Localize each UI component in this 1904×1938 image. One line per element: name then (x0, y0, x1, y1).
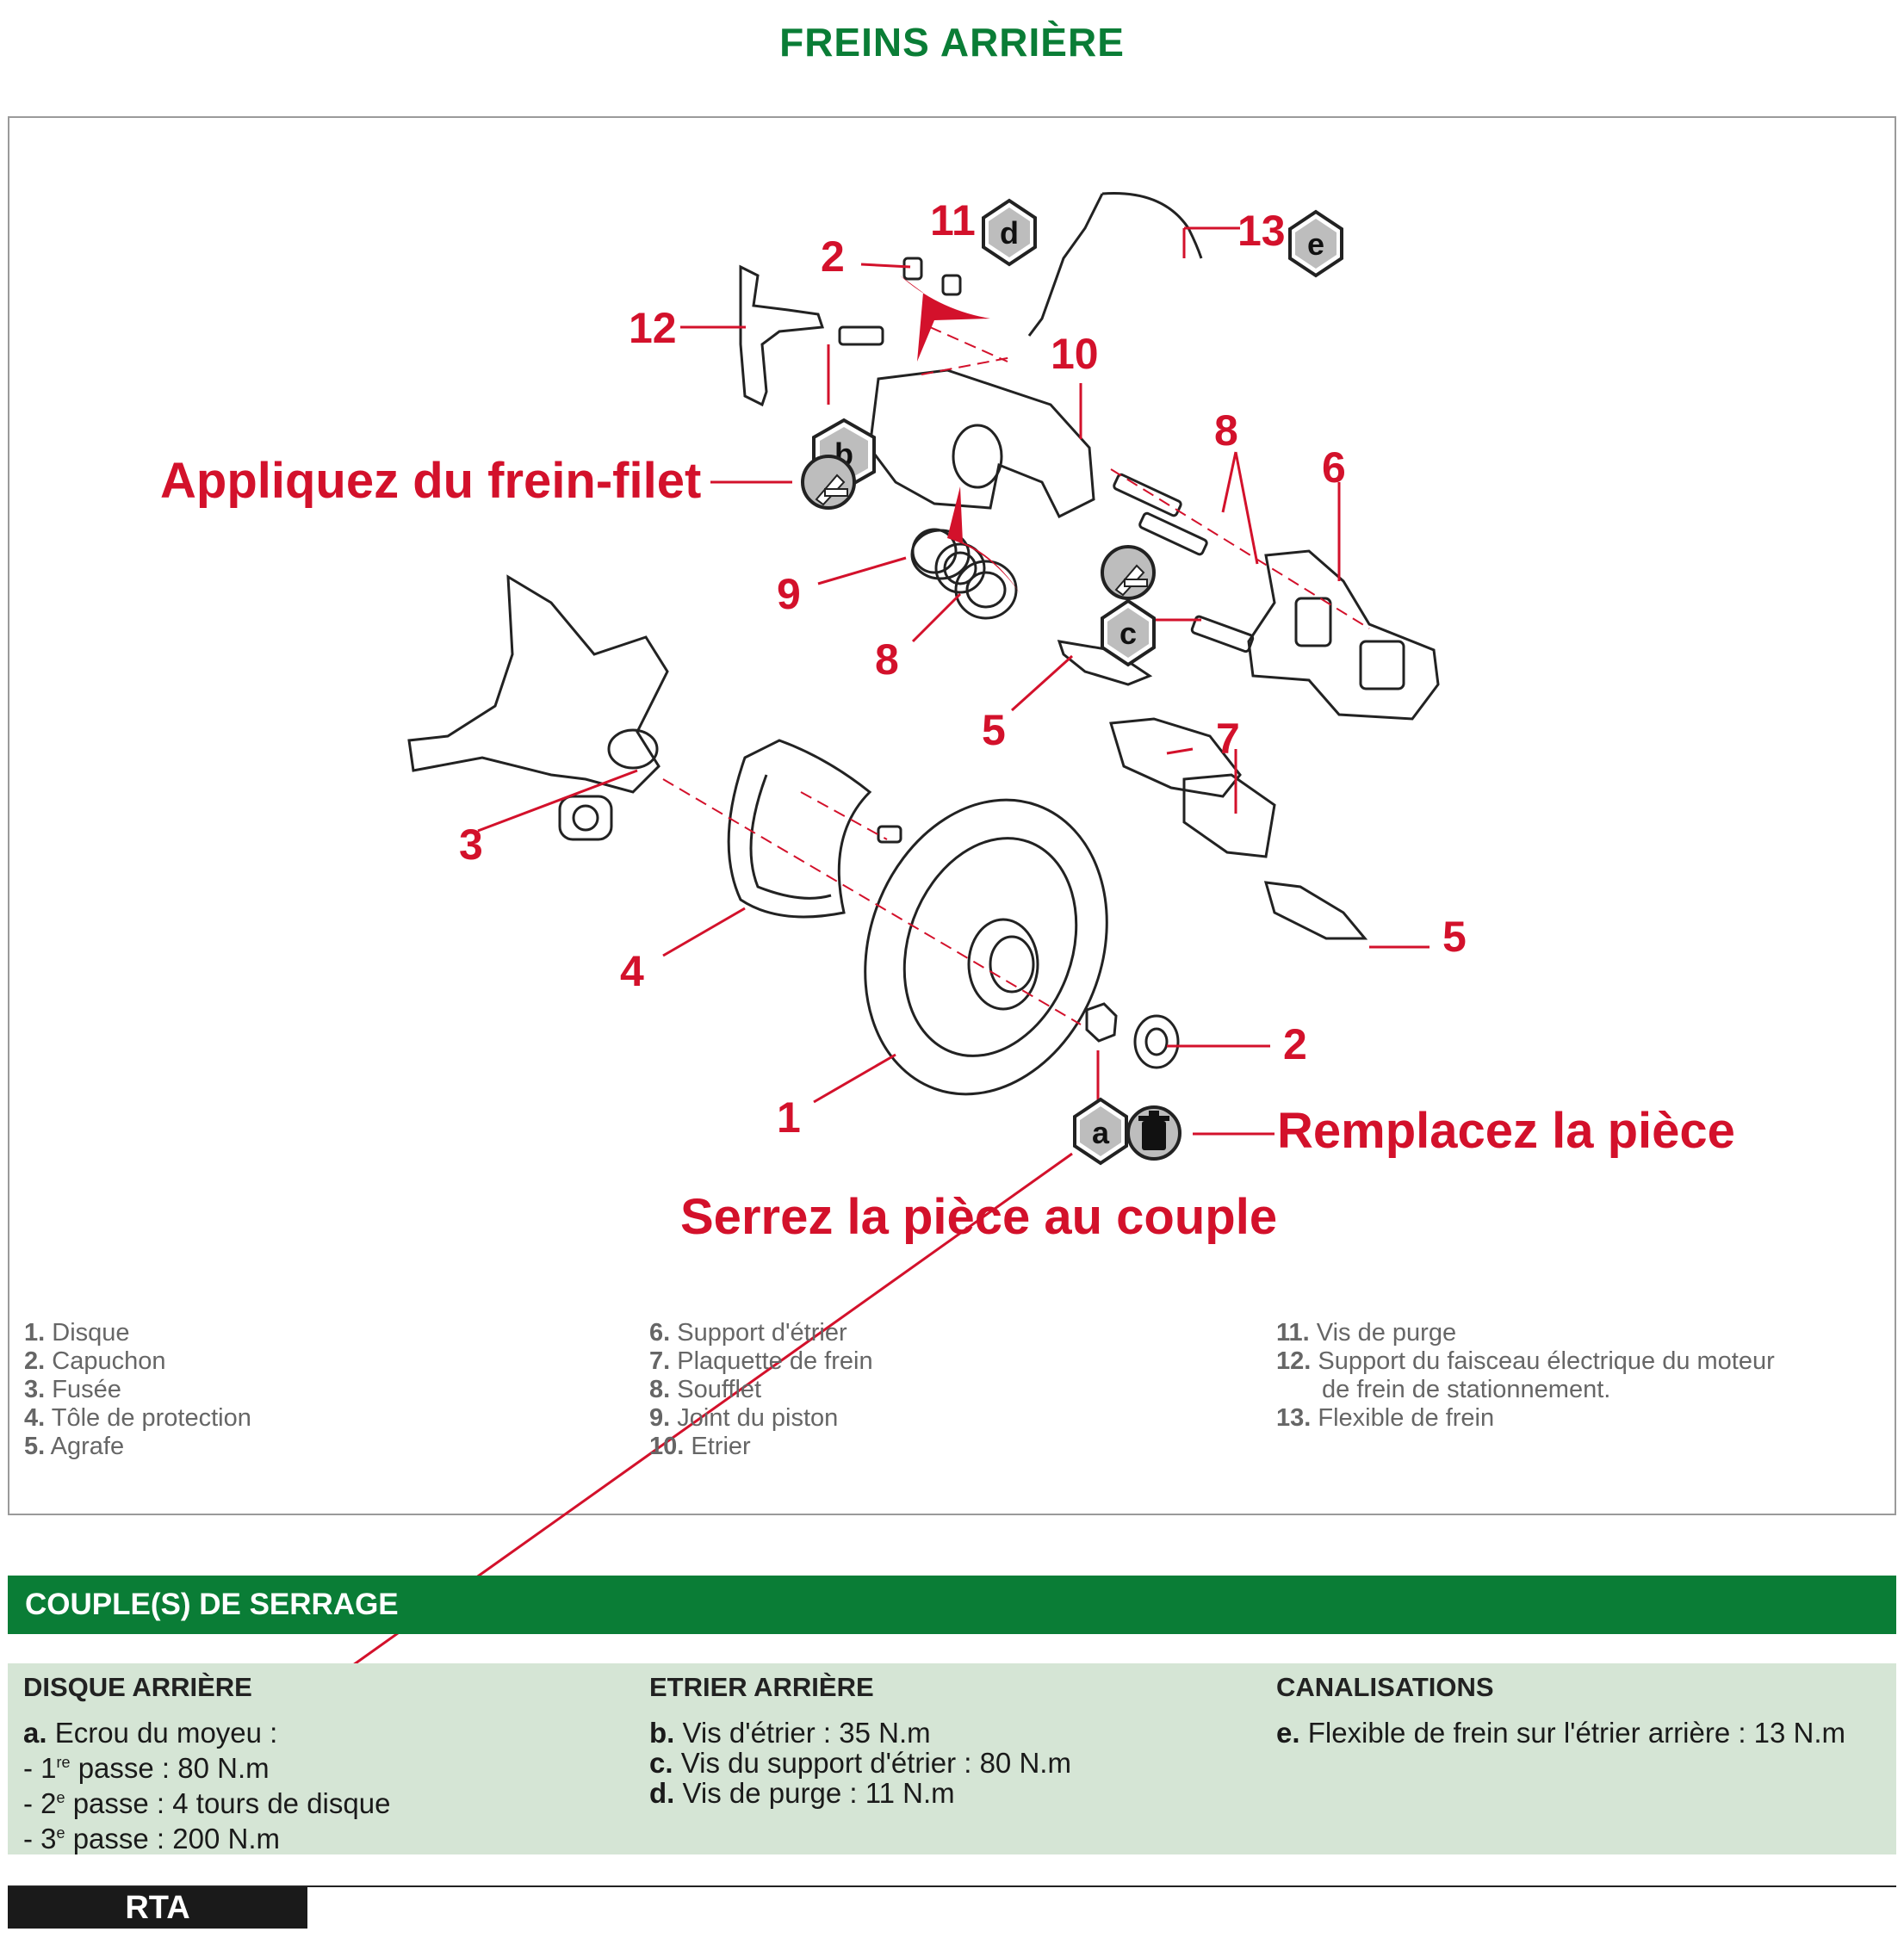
legend-item: 4. Tôle de protection (24, 1404, 251, 1432)
legend-item: 6. Support d'étrier (649, 1319, 847, 1347)
knuckle-drawing (407, 574, 669, 841)
torque-column-title: ETRIER ARRIÈRE (649, 1672, 874, 1702)
torque-specs-panel: DISQUE ARRIÈRE a. Ecrou du moyeu : - 1re… (8, 1663, 1896, 1854)
part-number-10: 10 (1051, 330, 1099, 378)
part-number-8: 8 (875, 635, 899, 684)
legend-item: 11. Vis de purge (1276, 1319, 1457, 1347)
part-number-2: 2 (1283, 1020, 1307, 1068)
torque-column-rear-disc: DISQUE ARRIÈRE a. Ecrou du moyeu : - 1re… (23, 1672, 390, 1854)
legend-item: 5. Agrafe (24, 1433, 125, 1460)
part-number-5: 5 (982, 706, 1006, 754)
legend-item: 9. Joint du piston (649, 1404, 839, 1432)
legend-column-1: 1. Disque 2. Capuchon 3. Fusée 4. Tôle d… (24, 1319, 251, 1461)
badge-e: e (1288, 209, 1343, 278)
replace-part-callout: Remplacez la pièce (1277, 1103, 1735, 1159)
torque-spec: - 2e passe : 4 tours de disque (23, 1787, 391, 1819)
badge-c: c (1101, 598, 1156, 667)
caliper-support-drawing (1247, 549, 1440, 721)
footer-rule (8, 1885, 1896, 1887)
caliper-drawing (868, 368, 1095, 594)
legend-item: de frein de stationnement. (1322, 1376, 1611, 1403)
torque-column-title: DISQUE ARRIÈRE (23, 1672, 252, 1702)
wiring-bracket-drawing (739, 264, 825, 407)
badge-e-label: e (1307, 226, 1324, 262)
part-number-5: 5 (1442, 913, 1467, 961)
backing-plate-drawing (727, 739, 872, 919)
torque-spec: - 3e passe : 200 N.m (23, 1823, 280, 1854)
part-number-2: 2 (821, 232, 845, 281)
torque-spec: c. Vis du support d'étrier : 80 N.m (649, 1747, 1071, 1779)
legend-item: 1. Disque (24, 1319, 130, 1347)
legend-item: 8. Soufflet (649, 1376, 762, 1403)
torque-part-callout: Serrez la pièce au couple (680, 1189, 1278, 1245)
legend-column-3: 11. Vis de purge 12. Support du faisceau… (1276, 1319, 1775, 1433)
direction-arrows (900, 276, 1020, 594)
footer-brand: RTA (8, 1887, 307, 1929)
brake-disc-drawing (864, 798, 1108, 1096)
badge-a: a (1073, 1097, 1128, 1166)
legend-item: 13. Flexible de frein (1276, 1404, 1495, 1432)
seal-drawing (910, 529, 1018, 620)
legend-item: 10. Etrier (649, 1433, 751, 1460)
part-number-12: 12 (629, 304, 677, 352)
diagram-frame (8, 116, 1896, 1515)
torque-spec: e. Flexible de frein sur l'étrier arrièr… (1276, 1717, 1846, 1749)
torque-column-title: CANALISATIONS (1276, 1672, 1494, 1702)
torque-spec: b. Vis d'étrier : 35 N.m (649, 1717, 931, 1749)
torque-spec: d. Vis de purge : 11 N.m (649, 1777, 955, 1809)
badge-c-label: c (1119, 616, 1137, 651)
brake-pads-drawing (1109, 717, 1276, 858)
part-number-7: 7 (1216, 715, 1240, 763)
part-number-13: 13 (1237, 207, 1286, 255)
legend-item: 3. Fusée (24, 1376, 121, 1403)
legend-column-2: 6. Support d'étrier 7. Plaquette de frei… (649, 1319, 873, 1461)
hub-nut-drawing (1085, 1002, 1180, 1069)
part-number-1: 1 (777, 1093, 801, 1142)
torque-spec: a. Ecrou du moyeu : (23, 1717, 278, 1749)
part-number-3: 3 (459, 820, 483, 869)
part-number-9: 9 (777, 570, 801, 618)
legend-item: 2. Capuchon (24, 1347, 166, 1375)
brake-hose-drawing (1027, 192, 1203, 337)
badge-d: d (982, 198, 1037, 267)
part-number-11: 11 (930, 196, 976, 245)
badge-a-label: a (1092, 1115, 1110, 1150)
threadlock-icon (801, 455, 856, 510)
torque-spec: - 1re passe : 80 N.m (23, 1752, 270, 1784)
screws-drawing (838, 257, 1255, 844)
alignment-lines (662, 326, 1370, 1025)
trash-icon (1126, 1105, 1181, 1161)
part-number-4: 4 (620, 947, 644, 995)
threadlock-icon (1101, 545, 1156, 600)
legend-item: 7. Plaquette de frein (649, 1347, 873, 1375)
page-title: FREINS ARRIÈRE (779, 20, 1125, 65)
torque-column-lines: CANALISATIONS e. Flexible de frein sur l… (1276, 1672, 1845, 1748)
torque-section-header: COUPLE(S) DE SERRAGE (8, 1576, 1896, 1634)
torque-column-rear-caliper: ETRIER ARRIÈRE b. Vis d'étrier : 35 N.m … (649, 1672, 1071, 1808)
legend-item: 12. Support du faisceau électrique du mo… (1276, 1347, 1775, 1375)
torque-section-title: COUPLE(S) DE SERRAGE (25, 1588, 399, 1621)
apply-threadlock-callout: Appliquez du frein-filet (160, 453, 702, 509)
part-number-6: 6 (1322, 443, 1346, 492)
part-number-8: 8 (1214, 406, 1238, 455)
badge-d-label: d (1000, 215, 1019, 251)
